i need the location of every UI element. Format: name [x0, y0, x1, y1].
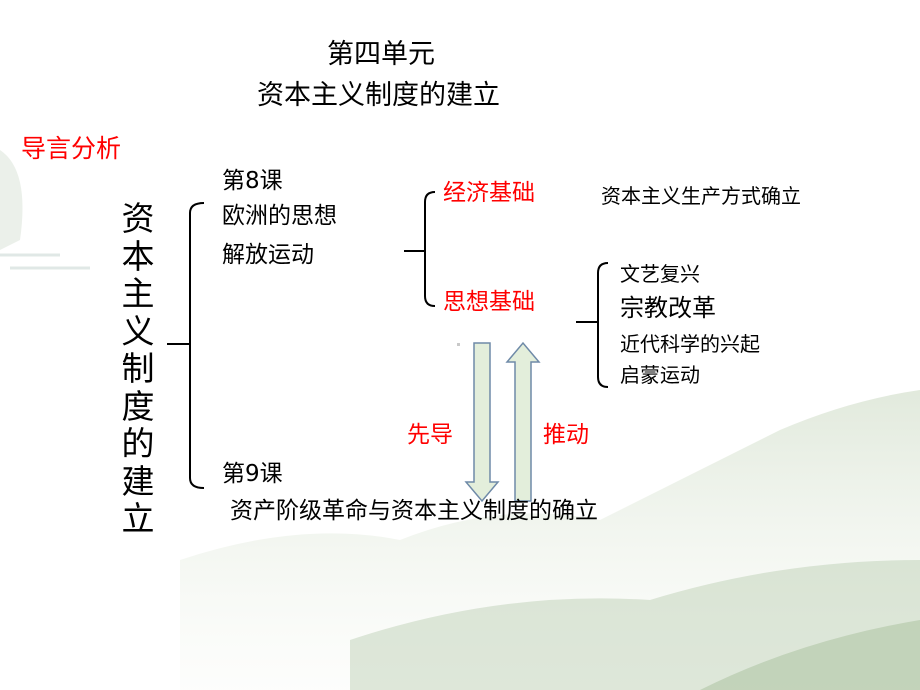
root-label-char: 义: [121, 311, 155, 351]
ideology-item: 近代科学的兴起: [620, 332, 760, 356]
root-label: 资 本 主 义 制 度 的 建 立: [118, 200, 158, 538]
lesson8-name-line1: 欧洲的思想: [222, 203, 337, 229]
root-label-char: 度: [121, 386, 155, 426]
lead-label: 先导: [407, 422, 453, 448]
small-dot: [457, 343, 460, 346]
root-label-char: 资: [121, 199, 155, 238]
root-label-char: 的: [121, 424, 155, 463]
ideology-item: 启蒙运动: [620, 363, 700, 387]
lesson9-title: 第9课: [222, 461, 283, 487]
root-label-char: 本: [121, 236, 155, 276]
root-bracket: [189, 202, 205, 489]
push-label: 推动: [543, 422, 589, 448]
root-label-char: 建: [121, 461, 155, 501]
lesson9-name: 资产阶级革命与资本主义制度的确立: [230, 498, 598, 524]
unit-subtitle: 资本主义制度的建立: [257, 80, 500, 111]
economic-basis-label: 经济基础: [443, 180, 535, 206]
intro-label: 导言分析: [21, 134, 122, 163]
ideology-item: 文艺复兴: [620, 262, 700, 286]
lesson8-name-line2: 解放运动: [222, 242, 314, 268]
lesson8-title: 第8课: [222, 168, 283, 194]
ideology-bracket: [597, 262, 609, 388]
lesson8-bracket: [424, 191, 436, 307]
unit-title: 第四单元: [327, 39, 435, 70]
up-arrow: [505, 341, 541, 502]
economic-basis-description: 资本主义生产方式确立: [601, 184, 801, 208]
ideological-basis-label: 思想基础: [443, 289, 535, 315]
root-label-char: 主: [121, 274, 155, 313]
root-label-char: 制: [121, 349, 155, 388]
root-label-char: 立: [121, 499, 155, 538]
down-arrow: [464, 342, 500, 503]
ideology-item: 宗教改革: [620, 294, 716, 322]
